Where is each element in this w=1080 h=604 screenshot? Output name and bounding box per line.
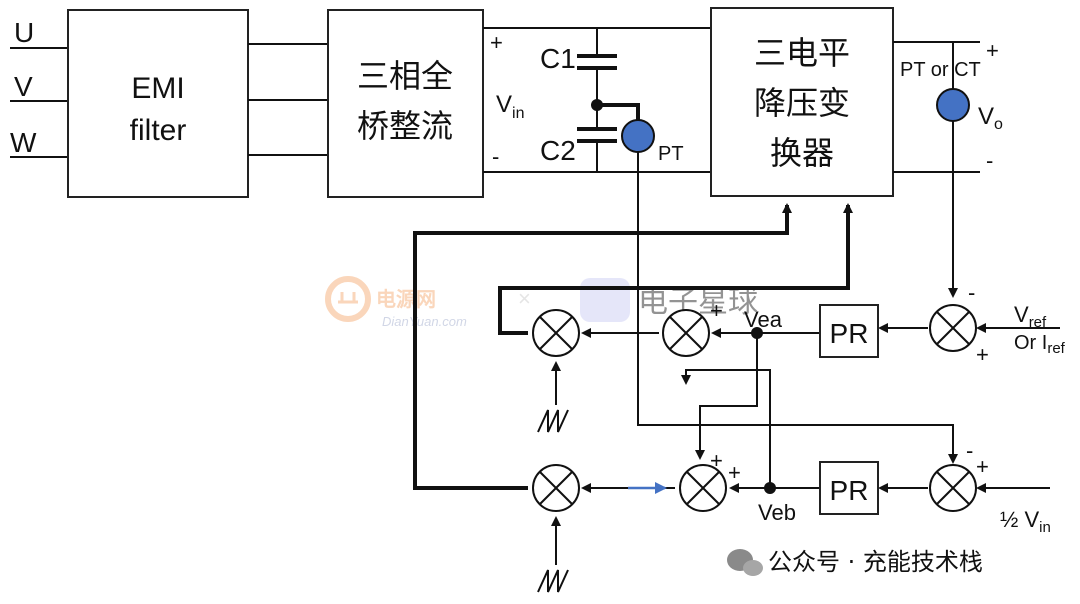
capacitors: C1 C2 [540,28,640,172]
sawtooth-top-icon [537,409,569,433]
mixer-top-right [929,304,977,352]
c1-label: C1 [540,43,576,74]
mixer-bottom-left [532,464,580,512]
converter-line2: 降压变 [754,84,850,122]
pt-mid-label: PT [658,143,684,165]
rectifier-block [327,9,484,198]
mixer-signs: - + + - + + - + [700,280,989,485]
partner-logo-icon [580,278,630,322]
input-lines: U V W [10,17,68,158]
svg-text:-: - [966,438,973,463]
svg-text:+: + [710,448,723,473]
vo-sensor [936,88,970,122]
iref-label: Or Iref [1014,332,1066,357]
svg-text:-: - [968,280,975,305]
wechat-text: 公众号 · 充能技术栈 [768,548,983,576]
out-plus: + [986,38,999,63]
svg-text:+: + [976,454,989,479]
emi-line2: filter [130,114,187,147]
wechat-watermark: 公众号 · 充能技术栈 [727,548,983,576]
mixer-top-middle [662,309,710,357]
veb-label: Veb [758,500,796,525]
bus-minus: - [492,144,499,169]
pr-block-bottom [819,461,879,515]
dianyuan-cn-text: 电源网 [376,288,436,311]
svg-text:-: - [700,356,707,381]
gate-drive-wires [413,203,853,490]
half-vin-label: ½ Vin [1000,507,1051,536]
vo-label: Vo [978,103,1003,133]
vea-node [751,327,763,339]
rectifier-line1: 三相全 [357,57,453,95]
output-lines: + - PT or CT Vo [893,38,1003,173]
svg-text:+: + [710,298,723,323]
veb-node [764,482,776,494]
pr-block-top [819,304,879,358]
bus-plus: + [490,30,503,55]
pt-sensor [621,119,655,153]
rectifier-line2: 桥整流 [357,107,453,145]
pr-top-label: PR [830,318,869,349]
out-minus: - [986,148,993,173]
svg-text:+: + [976,342,989,367]
mixer-top-left [532,309,580,357]
converter-block [710,7,894,197]
converter-line3: 换器 [770,134,834,172]
c2-label: C2 [540,135,576,166]
mixer-bottom-middle [679,464,727,512]
pr-bottom-label: PR [830,475,869,506]
converter-line1: 三电平 [754,34,850,72]
vin-label: Vin [496,91,524,122]
mixer-bottom-right [929,464,977,512]
x-mark: × [518,286,531,311]
svg-text:+: + [728,460,741,485]
input-u-label: U [14,17,34,48]
dianyuan-en-text: DianYuan.com [382,314,467,329]
vref-label: Vref [1014,302,1047,331]
emi-filter-block [67,9,249,198]
input-v-label: V [14,71,33,102]
emi-line1: EMI [131,72,184,105]
input-w-label: W [10,127,37,158]
pt-or-ct-label: PT or CT [900,59,981,81]
sawtooth-bottom-icon [537,569,569,593]
vea-label: Vea [744,307,783,332]
